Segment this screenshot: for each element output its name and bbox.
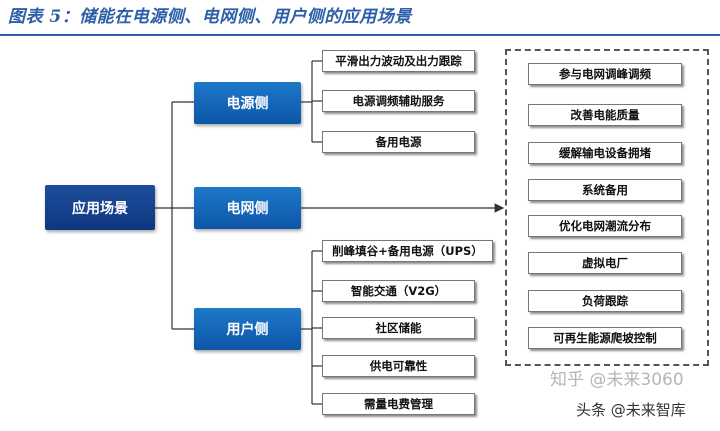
- user-item: 需量电费管理: [322, 393, 475, 415]
- user-item: 供电可靠性: [322, 355, 475, 377]
- category-user: 用户侧: [194, 308, 301, 350]
- grid-item-label: 负荷跟踪: [582, 294, 628, 308]
- toutiao-watermark: 头条 @未来智库: [576, 401, 686, 419]
- source-item-label: 平滑出力波动及出力跟踪: [335, 54, 462, 68]
- grid-item-label: 改善电能质量: [570, 108, 640, 122]
- source-item: 备用电源: [322, 131, 475, 153]
- title-rule: [0, 34, 720, 36]
- grid-item: 参与电网调峰调频: [528, 63, 682, 85]
- category-grid-label: 电网侧: [226, 201, 269, 217]
- user-item-label: 需量电费管理: [364, 397, 433, 411]
- figure-title: 图表 5：储能在电源侧、电网侧、用户侧的应用场景: [8, 7, 412, 27]
- grid-item: 负荷跟踪: [528, 290, 682, 312]
- grid-item: 缓解输电设备拥堵: [528, 142, 682, 164]
- source-item-label: 电源调频辅助服务: [352, 94, 445, 108]
- grid-item: 改善电能质量: [528, 104, 682, 126]
- grid-item-label: 虚拟电厂: [582, 256, 628, 270]
- source-item: 平滑出力波动及出力跟踪: [322, 50, 475, 72]
- source-item: 电源调频辅助服务: [322, 90, 475, 112]
- grid-item: 优化电网潮流分布: [528, 215, 682, 237]
- grid-item-label: 系统备用: [582, 183, 628, 197]
- grid-item-label: 缓解输电设备拥堵: [559, 146, 651, 160]
- user-item: 社区储能: [322, 317, 475, 339]
- grid-item: 系统备用: [528, 179, 682, 201]
- category-grid: 电网侧: [194, 187, 301, 229]
- user-item-label: 社区储能: [375, 321, 422, 335]
- category-source: 电源侧: [194, 82, 301, 124]
- zhihu-watermark: 知乎 @未来3060: [550, 370, 684, 390]
- user-item: 削峰填谷+备用电源（UPS）: [322, 240, 493, 262]
- user-item-label: 供电可靠性: [369, 359, 428, 373]
- grid-item: 可再生能源爬坡控制: [528, 327, 682, 349]
- category-user-label: 用户侧: [226, 322, 269, 338]
- grid-item-label: 优化电网潮流分布: [559, 219, 651, 233]
- user-item-label: 削峰填谷+备用电源（UPS）: [332, 244, 483, 258]
- grid-item-label: 可再生能源爬坡控制: [553, 331, 657, 345]
- grid-item: 虚拟电厂: [528, 252, 682, 274]
- source-item-label: 备用电源: [375, 135, 422, 149]
- root-node-label: 应用场景: [72, 200, 128, 217]
- root-node: 应用场景: [45, 185, 155, 230]
- user-item: 智能交通（V2G）: [322, 280, 475, 302]
- user-item-label: 智能交通（V2G）: [350, 284, 447, 298]
- category-source-label: 电源侧: [226, 96, 269, 112]
- grid-item-label: 参与电网调峰调频: [559, 67, 651, 81]
- grid-scenarios-frame: [505, 49, 709, 366]
